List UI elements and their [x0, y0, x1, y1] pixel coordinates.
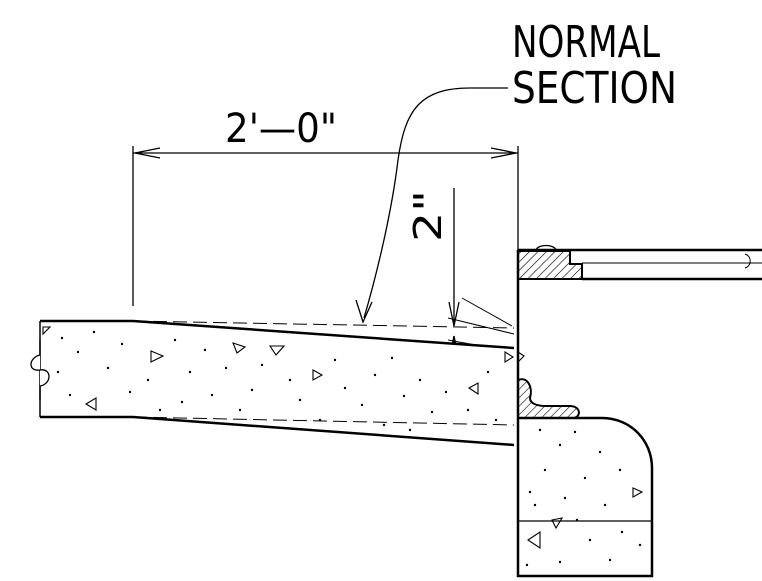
slab-bottom-edge-sloped: [132, 415, 515, 447]
callout-label-normal: NORMAL: [512, 17, 660, 68]
curb-wall: [516, 250, 654, 578]
concrete-slab: [40, 321, 514, 445]
depth-dimension-arrow-upper: [448, 301, 460, 327]
hatched-cap: [517, 250, 583, 280]
callout-leader: [363, 87, 508, 319]
slab-aggregate-symbols: [42, 326, 515, 411]
depth-dimension-text: 2": [406, 190, 450, 242]
callout-leader-arrowhead: [355, 299, 373, 324]
normal-section-bottom-dashed: [132, 416, 515, 426]
depth-extension-line-upper: [447, 317, 515, 335]
curb-aggregate-symbols: [517, 350, 644, 550]
slab-aggregate-dots: [56, 330, 498, 432]
curb-aggregate-dots: [525, 428, 642, 567]
slab-top-edge-sloped: [132, 319, 515, 350]
normal-section-top-dashed: [132, 320, 515, 329]
top-plate-break: [744, 253, 751, 269]
width-dimension-arrow-right: [490, 147, 517, 159]
hatched-seal: [517, 378, 580, 419]
width-dimension-text: 2'—0": [225, 106, 337, 152]
slab-break-symbol: [30, 340, 50, 400]
depth-leader-tick: [461, 297, 513, 327]
callout-label-section: SECTION: [512, 63, 677, 114]
top-plate-knob: [535, 244, 557, 251]
width-dimension-arrow-left: [134, 147, 161, 159]
